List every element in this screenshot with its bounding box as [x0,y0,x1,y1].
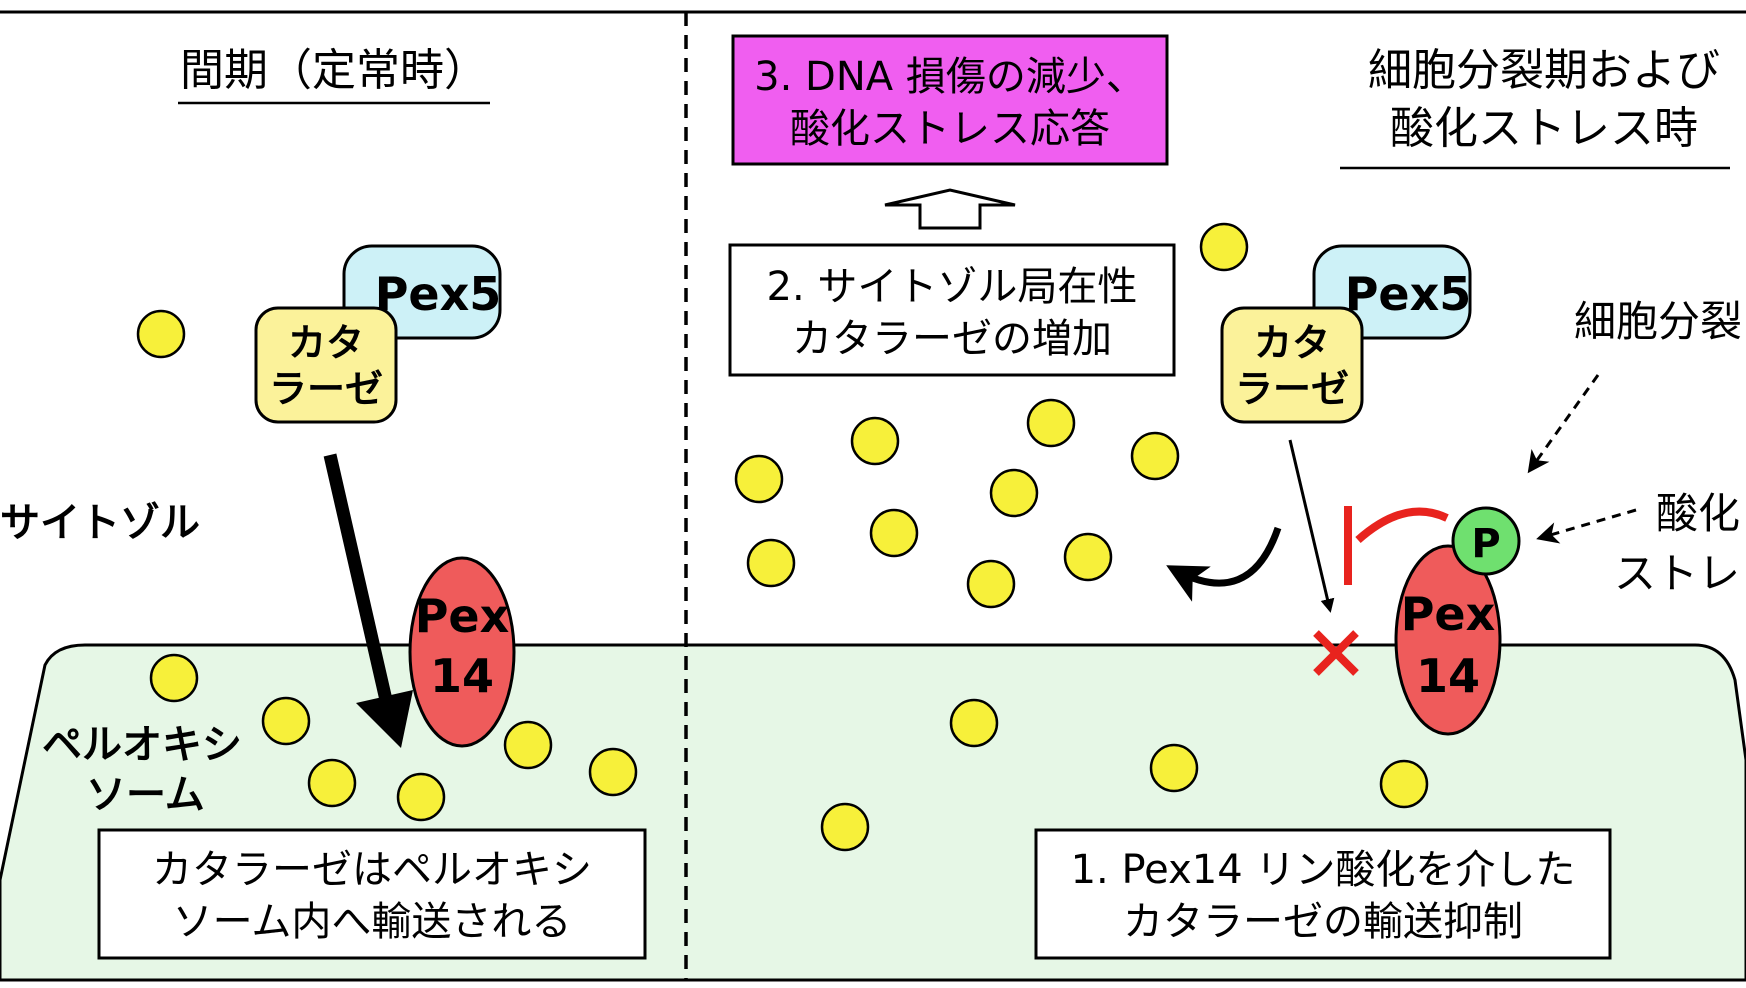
catalase-label-line2: ラーゼ [1235,367,1349,411]
catalase-box [254,306,398,424]
catalase-dot [1063,532,1113,582]
right-panel-title-line2: 酸化ストレス時 [1390,103,1698,154]
catalase-dot [149,653,199,703]
step2-line2: カタラーゼの増加 [792,316,1112,362]
step1-line2: カタラーゼの輸送抑制 [1123,899,1523,945]
catalase-dot [1199,222,1249,272]
oxidative-dashed-arrow [1536,508,1637,544]
mitosis-dashed-arrow [1527,374,1600,474]
right-panel-title-line1: 細胞分裂期および [1368,45,1720,96]
left-summary-box [97,828,647,960]
pex5-catalase-complex-right: Pex5 カタ ラーゼ [1220,244,1472,424]
transport-arrow [323,453,413,748]
right-cytosol-dots [734,222,1249,609]
pex14-label-line1: Pex [1401,587,1496,641]
oxidative-label-line1: 酸化 [1656,489,1740,538]
step3-box [731,34,1169,166]
release-curved-arrow [1166,526,1282,602]
catalase-dot [949,698,999,748]
catalase-dot [1149,743,1199,793]
catalase-dot [307,758,357,808]
right-peroxisome-dots [820,698,1429,852]
left-panel-title: 間期（定常時） [180,45,488,96]
catalase-dot [396,772,446,822]
step3-line1: 3. DNA 損傷の減少、 [754,54,1146,100]
left-summary-line2: ソーム内へ輸送される [173,899,572,945]
catalase-dot [261,696,311,746]
catalase-dot [1130,431,1180,481]
catalase-dot [989,468,1039,518]
pex14-label-line2: 14 [1416,649,1480,703]
pex5-label: Pex5 [375,267,502,321]
catalase-dot [588,747,638,797]
catalase-label-line1: カタ [1254,321,1330,365]
catalase-label-line1: カタ [288,321,364,365]
catalase-dot [820,802,870,852]
left-summary-line1: カタラーゼはペルオキシ [152,847,592,893]
catalase-dot [136,309,186,359]
catalase-dot [1379,759,1429,809]
phosphate-marker: P [1451,506,1521,576]
blocked-x-mark [1313,630,1359,676]
step2-line1: 2. サイトゾル局在性 [767,264,1138,310]
pex5-label: Pex5 [1345,267,1472,321]
mitosis-label: 細胞分裂 [1574,297,1742,346]
pex14-label-line1: Pex [415,589,510,643]
catalase-dot [1026,398,1076,448]
catalase-box [1220,306,1364,424]
pex14-left: Pex 14 [408,556,516,748]
peroxisome-label-line2: ソーム [86,772,205,818]
step1-line1: 1. Pex14 リン酸化を介した [1071,847,1576,893]
step2-box [728,243,1176,377]
step3-line2: 酸化ストレス応答 [790,106,1110,152]
catalase-dot [734,454,784,504]
hollow-up-arrow [884,188,1016,230]
catalase-dot [746,538,796,588]
peroxisome-label-line1: ペルオキシ [42,722,242,768]
blocked-transport-arrow [1288,439,1335,613]
catalase-dot [850,416,900,466]
step1-box [1034,828,1612,960]
left-peroxisome-dots [149,653,638,822]
pex14-label-line2: 14 [430,649,494,703]
catalase-dot [869,508,919,558]
phospho-label: P [1471,521,1500,567]
catalase-label-line2: ラーゼ [269,367,383,411]
inhibition-symbol [1344,506,1449,585]
oxidative-label-line2: ストレ [1614,549,1740,598]
catalase-dot [966,559,1016,609]
catalase-dot [503,720,553,770]
pex14-right: Pex 14 [1394,544,1502,736]
cytosol-label: サイトゾル [0,500,200,546]
pex5-catalase-complex-left: Pex5 カタ ラーゼ [254,244,502,424]
